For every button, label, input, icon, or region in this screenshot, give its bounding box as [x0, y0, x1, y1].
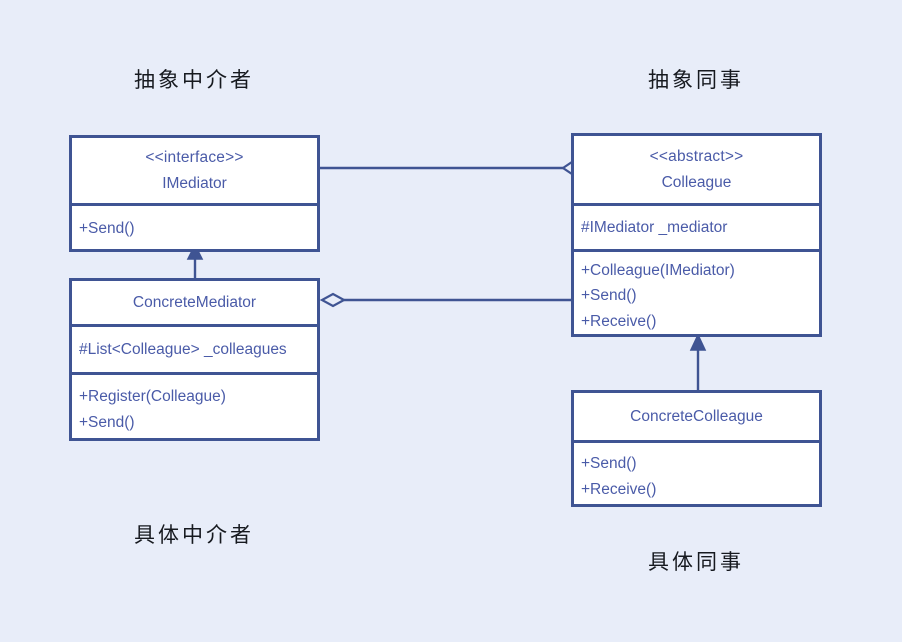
concrete-colleague-header: ConcreteColleague	[574, 393, 819, 443]
concrete-colleague-name: ConcreteColleague	[630, 407, 763, 425]
concrete-mediator-attributes: #List<Colleague> _colleagues	[72, 327, 317, 375]
caption-concrete-colleague: 具体同事	[648, 550, 744, 574]
concrete-mediator-header: ConcreteMediator	[72, 281, 317, 327]
imediator-stereotype: <<interface>>	[145, 149, 244, 167]
concrete-colleague-operation-0: +Send()	[581, 455, 637, 473]
caption-concrete-mediator: 具体中介者	[134, 523, 254, 547]
concrete-colleague-operation-1: +Receive()	[581, 480, 657, 498]
caption-abstract-colleague: 抽象同事	[648, 68, 744, 92]
concrete-mediator-operation-1: +Send()	[79, 413, 135, 431]
concrete-colleague-operations: +Send() +Receive()	[574, 443, 819, 510]
imediator-operations: +Send()	[72, 206, 317, 252]
colleague-stereotype: <<abstract>>	[649, 148, 744, 166]
colleague-operation-0: +Colleague(IMediator)	[581, 262, 735, 280]
colleague-operation-1: +Send()	[581, 287, 637, 305]
generalization-concretecolleague-colleague	[689, 333, 707, 390]
colleague-header: <<abstract>> Colleague	[574, 136, 819, 206]
concrete-mediator-operations: +Register(Colleague) +Send()	[72, 375, 317, 444]
aggregation-imediator-colleague	[320, 160, 583, 176]
colleague-operation-2: +Receive()	[581, 312, 657, 330]
colleague-attribute-0: #IMediator _mediator	[581, 218, 728, 236]
concrete-mediator-name: ConcreteMediator	[132, 293, 257, 311]
class-box-colleague[interactable]: <<abstract>> Colleague #IMediator _media…	[571, 133, 822, 337]
imediator-operation-0: +Send()	[79, 220, 135, 238]
imediator-name: IMediator	[162, 174, 227, 192]
class-box-concrete-colleague[interactable]: ConcreteColleague +Send() +Receive()	[571, 390, 822, 507]
concrete-mediator-attribute-0: #List<Colleague> _colleagues	[79, 340, 287, 358]
class-box-concrete-mediator[interactable]: ConcreteMediator #List<Colleague> _colle…	[69, 278, 320, 441]
caption-abstract-mediator: 抽象中介者	[134, 68, 254, 92]
colleague-attributes: #IMediator _mediator	[574, 206, 819, 252]
colleague-operations: +Colleague(IMediator) +Send() +Receive()	[574, 252, 819, 340]
colleague-name: Colleague	[661, 173, 732, 191]
concrete-mediator-operation-0: +Register(Colleague)	[79, 388, 226, 406]
aggregation-colleague-concretemediator	[319, 292, 571, 308]
imediator-header: <<interface>> IMediator	[72, 138, 317, 206]
class-box-imediator[interactable]: <<interface>> IMediator +Send()	[69, 135, 320, 252]
